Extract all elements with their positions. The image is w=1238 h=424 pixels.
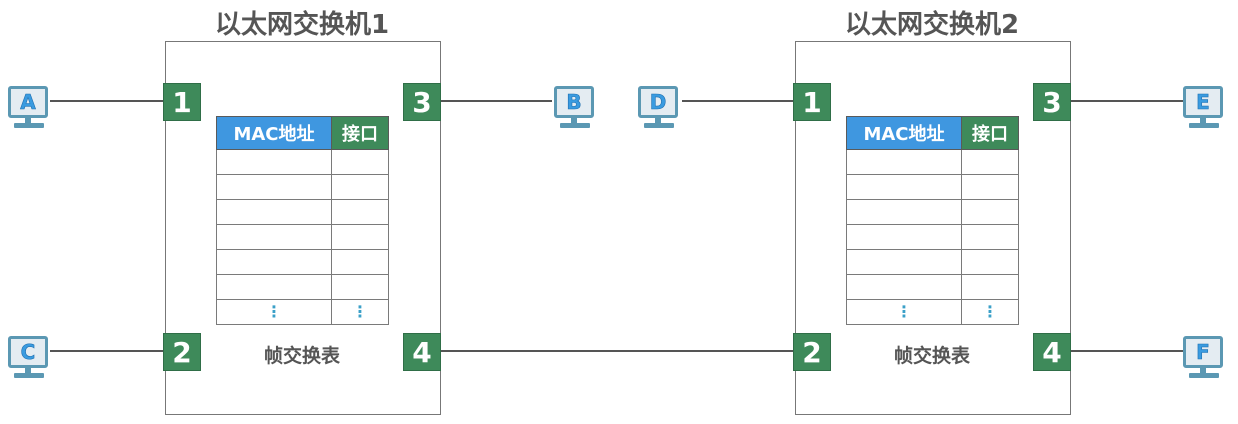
- table-row: [846, 274, 1019, 300]
- ellipsis-mark: ⋮: [331, 299, 389, 325]
- table-row: [846, 199, 1019, 225]
- table-row-ellipsis: ⋮ ⋮: [216, 299, 389, 325]
- host-c-label: C: [20, 340, 36, 365]
- table-row: [846, 249, 1019, 275]
- table-row: [216, 274, 389, 300]
- table-row: [846, 224, 1019, 250]
- computer-icon: E: [1183, 86, 1223, 118]
- switch-1-table-caption: 帧交换表: [263, 345, 340, 367]
- port-column-header: 接口: [331, 116, 389, 150]
- table-row: [216, 149, 389, 175]
- switch-2-port-2: 2: [793, 333, 831, 371]
- host-b: B: [552, 86, 598, 132]
- host-d-label: D: [649, 90, 667, 115]
- host-e: E: [1181, 86, 1227, 132]
- switch-1-title: 以太网交换机1: [214, 10, 390, 40]
- switch-2-port-4: 4: [1033, 333, 1071, 371]
- computer-icon: D: [638, 86, 678, 118]
- host-a: A: [6, 86, 52, 132]
- host-f-label: F: [1196, 340, 1210, 365]
- host-b-label: B: [566, 90, 582, 115]
- ellipsis-mark: ⋮: [961, 299, 1019, 325]
- computer-icon: A: [8, 86, 48, 118]
- switch-1-port-4: 4: [403, 333, 441, 371]
- mac-column-header: MAC地址: [846, 116, 962, 150]
- table-row: [216, 199, 389, 225]
- host-d: D: [636, 86, 682, 132]
- host-c: C: [6, 336, 52, 382]
- table-row: [846, 149, 1019, 175]
- table-row-ellipsis: ⋮ ⋮: [846, 299, 1019, 325]
- ellipsis-mark: ⋮: [216, 299, 332, 325]
- switch-2-table-caption: 帧交换表: [893, 345, 970, 367]
- port-column-header: 接口: [961, 116, 1019, 150]
- table-row: [846, 174, 1019, 200]
- switch-2-frame-table: MAC地址 接口 ⋮ ⋮: [846, 116, 1019, 325]
- table-row: [216, 174, 389, 200]
- switch-2-port-1: 1: [793, 83, 831, 121]
- switch-2-port-3: 3: [1033, 83, 1071, 121]
- computer-icon: F: [1183, 336, 1223, 368]
- ellipsis-mark: ⋮: [846, 299, 962, 325]
- switch-2-title: 以太网交换机2: [844, 10, 1020, 40]
- computer-icon: B: [554, 86, 594, 118]
- host-f: F: [1181, 336, 1227, 382]
- switch-1-port-3: 3: [403, 83, 441, 121]
- host-a-label: A: [20, 90, 36, 115]
- switch-1-frame-table: MAC地址 接口 ⋮ ⋮: [216, 116, 389, 325]
- host-e-label: E: [1196, 90, 1210, 115]
- switch-1-port-1: 1: [163, 83, 201, 121]
- computer-icon: C: [8, 336, 48, 368]
- mac-column-header: MAC地址: [216, 116, 332, 150]
- table-row: [216, 224, 389, 250]
- switch-1-port-2: 2: [163, 333, 201, 371]
- table-row: [216, 249, 389, 275]
